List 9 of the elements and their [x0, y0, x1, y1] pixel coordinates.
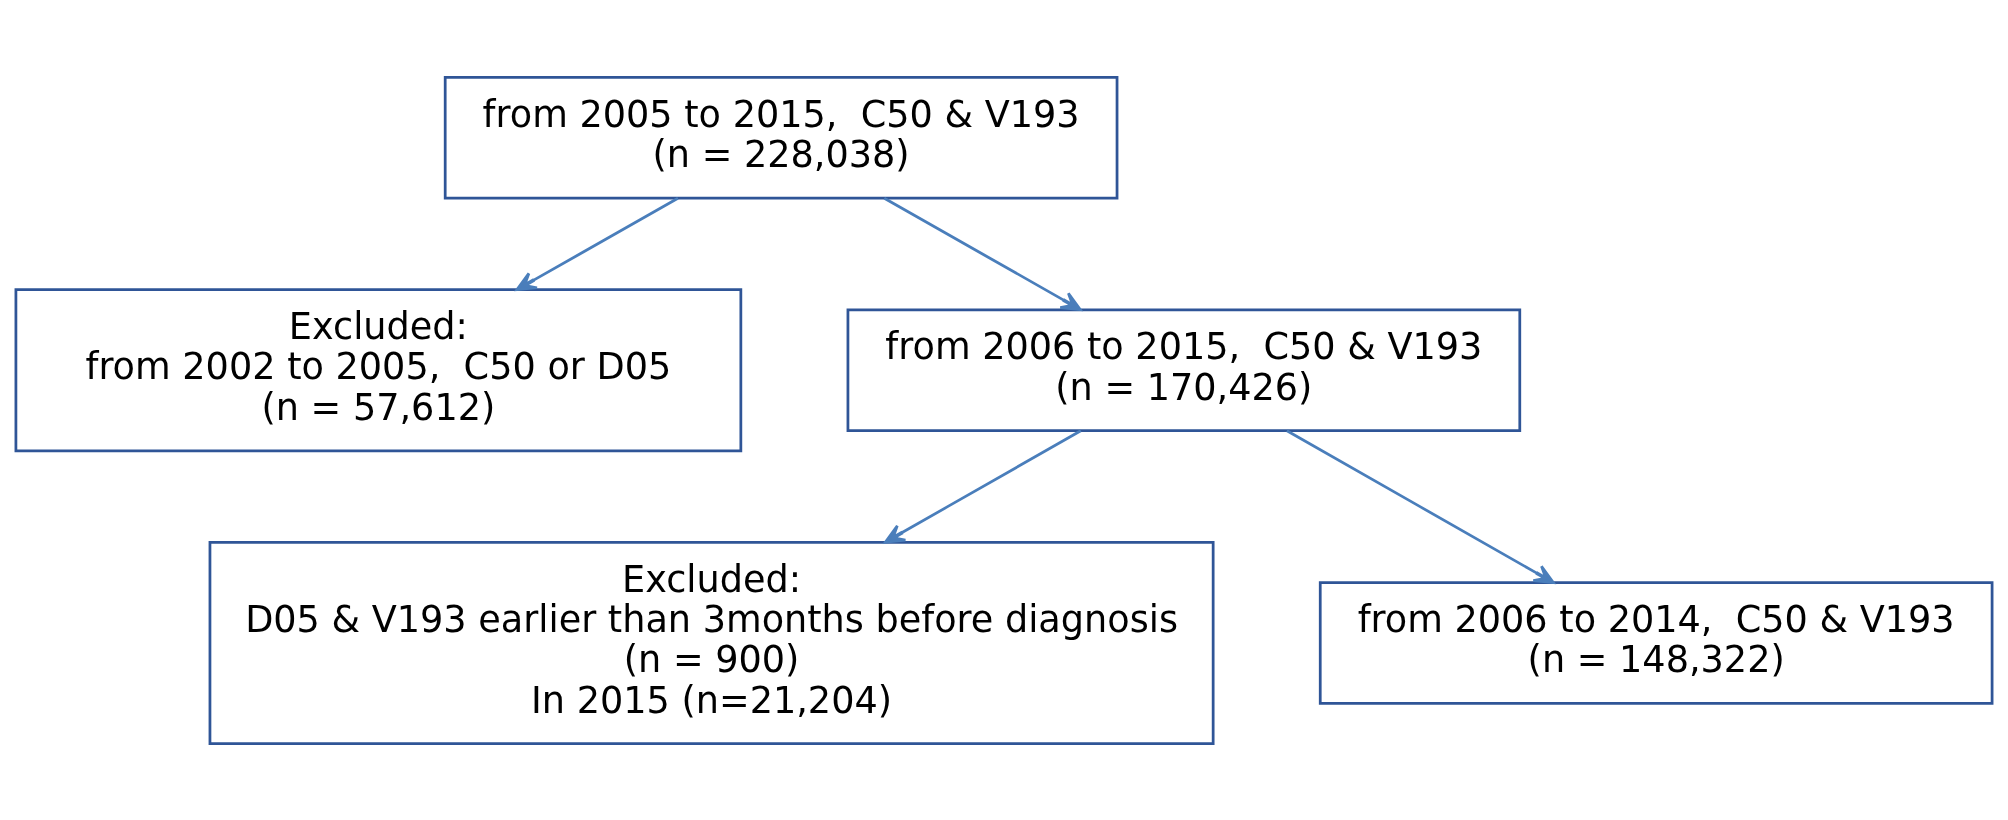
node-box: Excluded: from 2002 to 2005, C50 or D05 (n = 57,612)	[14, 287, 743, 452]
node-box: from 2006 to 2014, C50 & V193 (n = 148,322)	[1318, 580, 1994, 705]
arrow	[1286, 429, 1555, 584]
node-box: Excluded: D05 & V193 earlier than 3months before diagnosis (n = 900) In 2015 (n=21,204)	[208, 540, 1215, 745]
node-box: from 2006 to 2015, C50 & V193 (n = 170,426)	[846, 307, 1522, 432]
arrow	[515, 196, 679, 291]
node-box: from 2005 to 2015, C50 & V193 (n = 228,038)	[443, 75, 1119, 200]
arrow	[884, 429, 1082, 543]
arrow	[883, 196, 1082, 311]
